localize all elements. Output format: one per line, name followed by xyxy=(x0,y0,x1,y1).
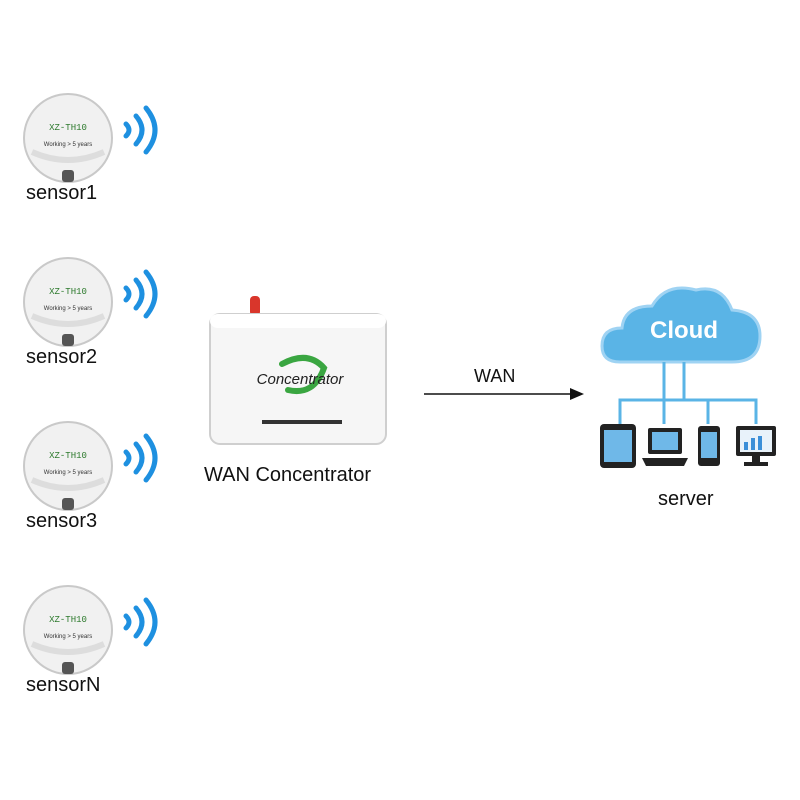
tablet-icon xyxy=(600,424,636,468)
wifi-signal-icon xyxy=(123,105,158,155)
sensor-device-icon: XZ-TH10 Working > 5 years xyxy=(23,93,113,183)
sensor-node: XZ-TH10 Working > 5 years sensorN xyxy=(18,582,178,712)
wifi-signal-icon xyxy=(123,433,158,483)
sensor-note-text: Working > 5 years xyxy=(44,634,92,640)
cloud-icon: Cloud xyxy=(600,286,762,364)
laptop-icon xyxy=(642,428,688,466)
sensor-model-text: XZ-TH10 xyxy=(49,123,87,133)
desktop-monitor-icon xyxy=(736,426,776,466)
sensor-note-text: Working > 5 years xyxy=(44,470,92,476)
cloud-network-diagram: Cloud xyxy=(600,286,776,468)
server-label: server xyxy=(658,488,714,510)
wan-concentrator: Concentrator WAN Concentrator xyxy=(196,292,416,492)
cloud-label: Cloud xyxy=(650,317,718,344)
concentrator-label: WAN Concentrator xyxy=(204,464,372,486)
sensor-note-text: Working > 5 years xyxy=(44,142,92,148)
sensor-node: XZ-TH10 Working > 5 years sensor2 xyxy=(18,254,178,384)
sensor-model-text: XZ-TH10 xyxy=(49,287,87,297)
sensor-device-icon: XZ-TH10 Working > 5 years xyxy=(23,257,113,347)
sensor-label: sensor1 xyxy=(26,182,98,204)
sensor-model-text: XZ-TH10 xyxy=(49,615,87,625)
phone-icon xyxy=(698,426,720,466)
sensor-model-text: XZ-TH10 xyxy=(49,451,87,461)
sensor-node: XZ-TH10 Working > 5 years sensor3 xyxy=(18,418,178,548)
sensor-label: sensor3 xyxy=(26,510,98,532)
sensor-note-text: Working > 5 years xyxy=(44,306,92,312)
wifi-signal-icon xyxy=(123,597,158,647)
sensor-label: sensor2 xyxy=(26,346,98,368)
sensor-device-icon: XZ-TH10 Working > 5 years xyxy=(23,585,113,675)
wan-link-arrow xyxy=(424,388,584,400)
sensor-device-icon: XZ-TH10 Working > 5 years xyxy=(23,421,113,511)
concentrator-device-text: Concentrator xyxy=(257,371,345,388)
wan-label: WAN xyxy=(474,366,516,386)
sensor-node: XZ-TH10 Working > 5 years sensor1 xyxy=(18,90,178,220)
concentrator-device-icon: Concentrator xyxy=(209,296,387,445)
wifi-signal-icon xyxy=(123,269,158,319)
cloud-server-group: Cloud server xyxy=(580,276,780,516)
sensor-label: sensorN xyxy=(26,674,101,696)
